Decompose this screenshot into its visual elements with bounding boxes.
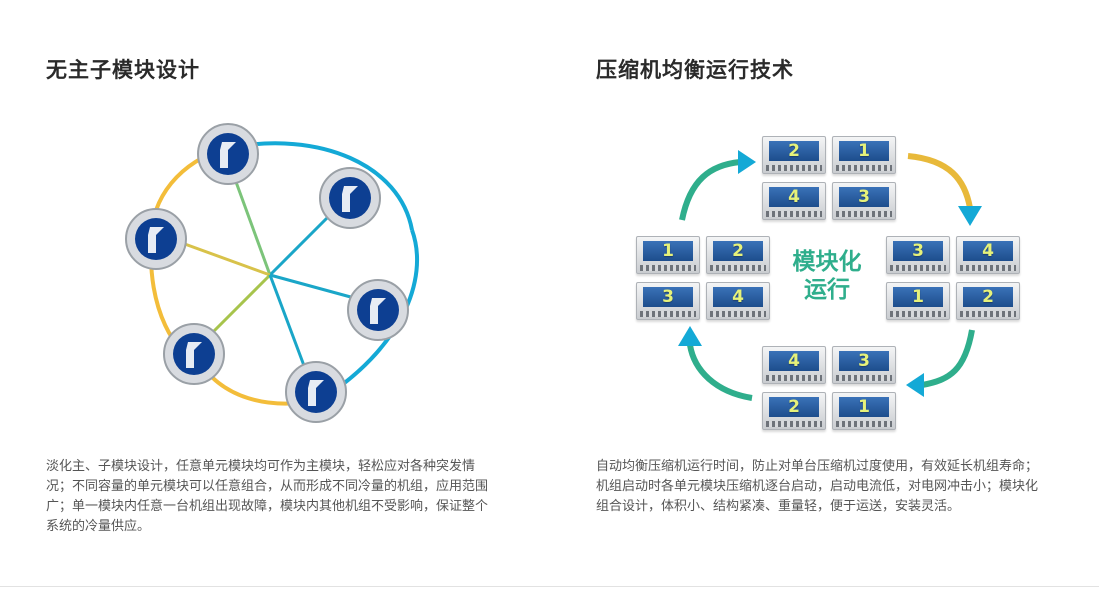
chiller-unit-number: 1 [912,287,924,307]
logo-icon [319,167,381,229]
bottom-divider [0,586,1099,587]
chiller-unit-number: 1 [858,141,870,161]
chiller-unit-tile: 1 [636,236,700,274]
chiller-unit-number: 4 [788,187,800,207]
chiller-unit-number: 2 [788,141,800,161]
chiller-panel [839,141,889,161]
logo-icon [197,123,259,185]
center-label-line1: 模块化 [792,249,862,275]
circulation-arrows [678,150,982,401]
left-description: 淡化主、子模块设计，任意单元模块均可作为主模块，轻松应对各种突发情况；不同容量的… [46,459,489,534]
chiller-unit-number: 3 [662,287,674,307]
chiller-base [640,265,696,271]
chiller-unit-number: 4 [732,287,744,307]
chiller-unit-tile: 3 [886,236,950,274]
chiller-base [766,375,822,381]
chiller-panel [839,397,889,417]
chiller-panel [643,287,693,307]
chiller-panel [769,397,819,417]
chiller-unit-number: 2 [982,287,994,307]
chiller-base [836,165,892,171]
arrow-head-icon [738,150,756,174]
chiller-base [890,265,946,271]
chiller-unit-tile: 4 [706,282,770,320]
chiller-unit-number: 3 [912,241,924,261]
right-description: 自动均衡压缩机运行时间，防止对单台压缩机过度使用，有效延长机组寿命；机组启动时各… [596,459,1039,514]
chiller-unit-tile: 2 [762,136,826,174]
center-label-line2: 运行 [804,277,850,303]
chiller-panel [893,241,943,261]
chiller-unit-tile: 3 [636,282,700,320]
chiller-base [710,265,766,271]
left-title: 无主子模块设计 [46,58,200,82]
center-label: 模块化 运行 [772,248,882,304]
chiller-unit-tile: 1 [832,136,896,174]
logo-icon [285,361,347,423]
chiller-base [960,265,1016,271]
chiller-base [766,421,822,427]
chiller-panel [963,241,1013,261]
chiller-panel [769,187,819,207]
chiller-base [766,211,822,217]
chiller-unit-tile: 4 [762,346,826,384]
chiller-unit-number: 1 [858,397,870,417]
chiller-panel [713,287,763,307]
chiller-panel [769,141,819,161]
chiller-unit-tile: 4 [762,182,826,220]
chiller-panel [839,187,889,207]
chiller-base [640,311,696,317]
chiller-base [710,311,766,317]
arrow-head-icon [958,206,982,226]
chiller-unit-tile: 2 [956,282,1020,320]
chiller-unit-number: 2 [788,397,800,417]
chiller-unit-tile: 3 [832,182,896,220]
chiller-base [836,211,892,217]
chiller-unit-tile: 1 [832,392,896,430]
arrow-head-icon [906,373,924,397]
chiller-unit-tile: 1 [886,282,950,320]
chiller-unit-tile: 2 [706,236,770,274]
chiller-unit-number: 4 [788,351,800,371]
chiller-unit-number: 4 [982,241,994,261]
chiller-panel [643,241,693,261]
logo-icon [125,208,187,270]
chiller-panel [769,351,819,371]
chiller-unit-number: 3 [858,351,870,371]
chiller-panel [893,287,943,307]
chiller-unit-tile: 4 [956,236,1020,274]
chiller-unit-number: 2 [732,241,744,261]
chiller-base [890,311,946,317]
chiller-unit-number: 1 [662,241,674,261]
logo-icon [163,323,225,385]
chiller-panel [713,241,763,261]
chiller-unit-number: 3 [858,187,870,207]
arrow-head-icon [678,326,702,346]
chiller-base [766,165,822,171]
chiller-panel [963,287,1013,307]
chiller-panel [839,351,889,371]
chiller-unit-tile: 2 [762,392,826,430]
chiller-base [836,421,892,427]
logo-icon [347,279,409,341]
chiller-unit-tile: 3 [832,346,896,384]
chiller-base [836,375,892,381]
right-title: 压缩机均衡运行技术 [596,58,794,82]
chiller-base [960,311,1016,317]
